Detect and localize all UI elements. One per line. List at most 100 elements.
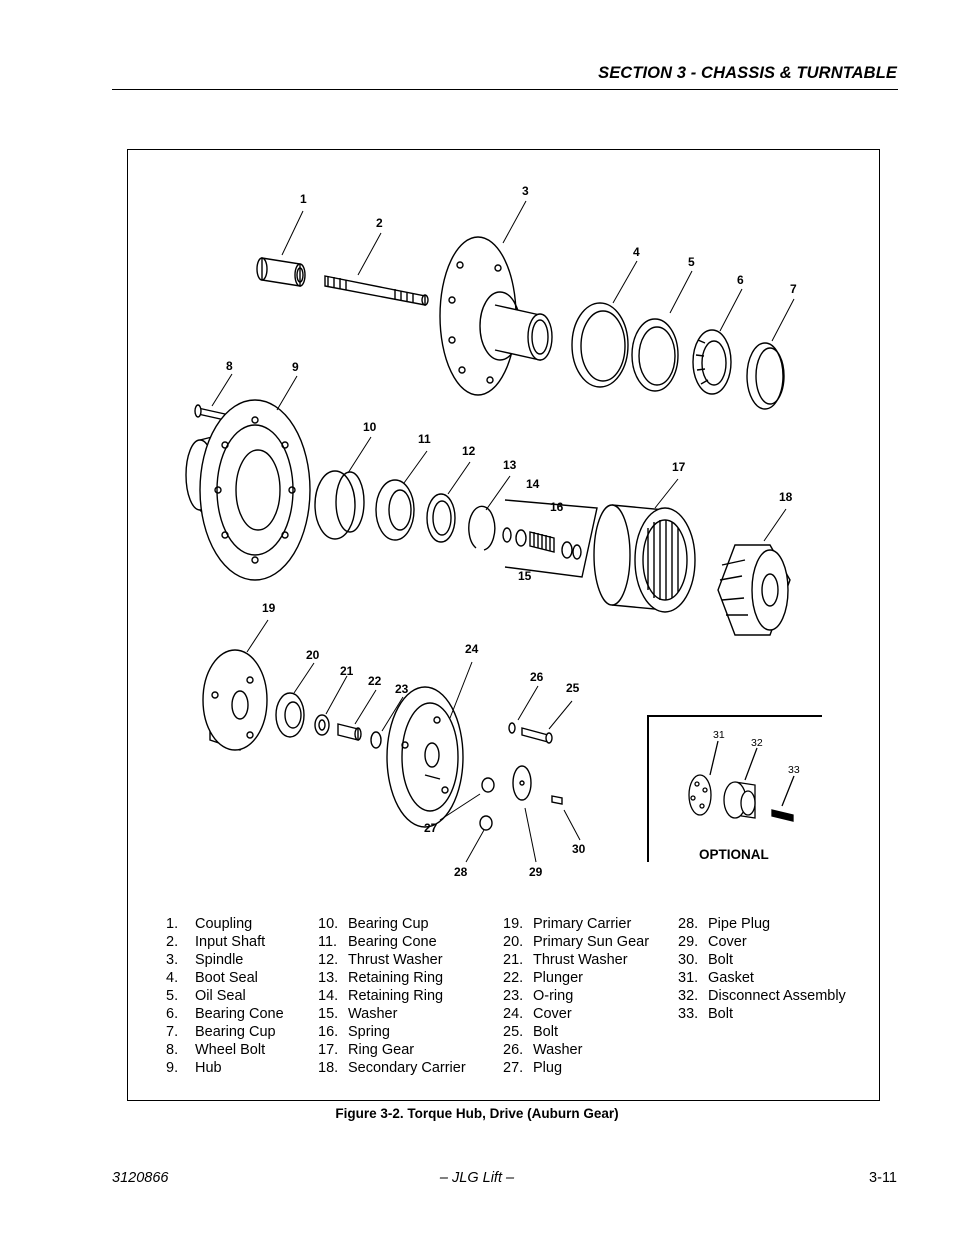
legend-number: 8. [166,1042,179,1058]
coupling-part [256,257,306,287]
input-shaft-part [324,275,429,306]
callout-30: 30 [572,842,586,856]
legend-label: Bolt [708,1006,733,1022]
callout-3: 3 [522,184,529,198]
parts-legend-column-4: 28.Pipe Plug 29.Cover 30.Bolt 31.Gasket … [678,915,846,1023]
legend-number: 7. [166,1024,179,1040]
legend-item: 25.Bolt [503,1023,649,1041]
callout-6: 6 [737,273,744,287]
parts-legend-column-3: 19. Primary Carrier 20. Primary Sun Gear 2… [503,915,649,1077]
legend-number: 23. [503,988,524,1004]
bearing-cup-part [314,470,365,540]
legend-number: 28. [678,916,699,932]
cover-part [386,686,464,828]
legend-number: 27. [503,1060,524,1076]
legend-item: 32.Disconnect Assembly [678,987,846,1005]
callout-11: 11 [418,432,431,446]
spindle-part [439,236,553,396]
callout-12: 12 [462,444,476,458]
legend-number: 29. [678,934,699,950]
legend-label: Plug [533,1060,563,1076]
legend-number: 30. [678,952,699,968]
legend-label: O-ring [533,988,574,1004]
legend-item: 9.Hub [166,1059,284,1077]
legend-label: Pipe Plug [708,916,771,932]
ring-gear-part [593,504,696,613]
legend-number: 19. [503,916,524,932]
callout-1: 1 [300,192,307,206]
callout-23: 23 [395,682,409,696]
optional-inset-box [647,715,822,862]
legend-label: Bearing Cone [195,1006,284,1022]
publisher-footer: – JLG Lift – [439,1170,515,1186]
legend-label: Gasket [708,970,754,986]
callout-28: 28 [454,865,468,879]
legend-label: Washer [348,1006,398,1022]
legend-item: 14.Retaining Ring [318,987,466,1005]
legend-label: Thrust Washer [533,952,628,968]
legend-label: Thrust Washer [348,952,443,968]
callout-10: 10 [363,420,377,434]
legend-label: Coupling [195,916,253,932]
legend-number: 20. [503,934,524,950]
legend-item: 8. Wheel Bolt [166,1041,284,1059]
legend-item: 21. Thrust Washer [503,951,649,969]
legend-item: 22.Plunger [503,969,649,987]
legend-label: Bearing Cone [348,934,437,950]
callout-5: 5 [688,255,695,269]
legend-number: 17. [318,1042,339,1058]
legend-item: 23. O-ring [503,987,649,1005]
optional-parts [688,740,795,822]
callout-17: 17 [672,460,686,474]
plunger-part [337,723,362,741]
legend-item: 18.Secondary Carrier [318,1059,466,1077]
primary-sun-gear-part [275,692,305,738]
callout-2: 2 [376,216,383,230]
callout-7: 7 [790,282,797,296]
legend-item: 4.Boot Seal [166,969,284,987]
legend-label: Wheel Bolt [195,1042,266,1058]
legend-number: 13. [318,970,339,986]
legend-number: 10. [318,916,339,932]
legend-label: Primary Carrier [533,916,632,932]
parts-legend-column-1: 1.Coupling 2.Input Shaft 3.Spindle 4.Boo… [166,915,284,1077]
legend-number: 32. [678,988,699,1004]
legend-number: 2. [166,934,179,950]
legend-number: 12. [318,952,339,968]
legend-number: 31. [678,970,699,986]
callout-9: 9 [292,360,299,374]
primary-carrier-part [202,649,268,751]
legend-item: 7. Bearing Cup [166,1023,284,1041]
legend-number: 21. [503,952,524,968]
legend-label: Input Shaft [195,934,266,950]
header-rule [112,89,898,90]
legend-label: Primary Sun Gear [533,934,650,950]
callout-21: 21 [340,664,354,678]
callout-18: 18 [779,490,793,504]
legend-number: 11. [318,934,338,950]
legend-number: 22. [503,970,524,986]
legend-number: 4. [166,970,179,986]
callout-22: 22 [368,674,382,688]
figure-caption: Figure 3-2. Torque Hub, Drive (Auburn Ge… [335,1106,619,1121]
page-number: 3-11 [869,1170,897,1186]
callout-20: 20 [306,648,320,662]
figure-frame [127,149,880,1101]
legend-label: Bolt [533,1024,558,1040]
callout-13: 13 [503,458,517,472]
legend-label: Bearing Cup [195,1024,276,1040]
legend-item: 15.Washer [318,1005,466,1023]
legend-item: 12. Thrust Washer [318,951,466,969]
legend-item: 6.Bearing Cone [166,1005,284,1023]
legend-item: 2. Input Shaft [166,933,284,951]
legend-item: 28. Pipe Plug [678,915,846,933]
optional-label: OPTIONAL [699,847,769,862]
callout-16: 16 [550,500,564,514]
legend-label: Spindle [195,952,244,968]
legend-item: 24.Cover [503,1005,649,1023]
legend-item: 19. Primary Carrier [503,915,649,933]
legend-number: 33. [678,1006,699,1022]
callout-32: 32 [751,737,763,749]
thrust-washer-part [314,714,330,736]
legend-label: Ring Gear [348,1042,415,1058]
